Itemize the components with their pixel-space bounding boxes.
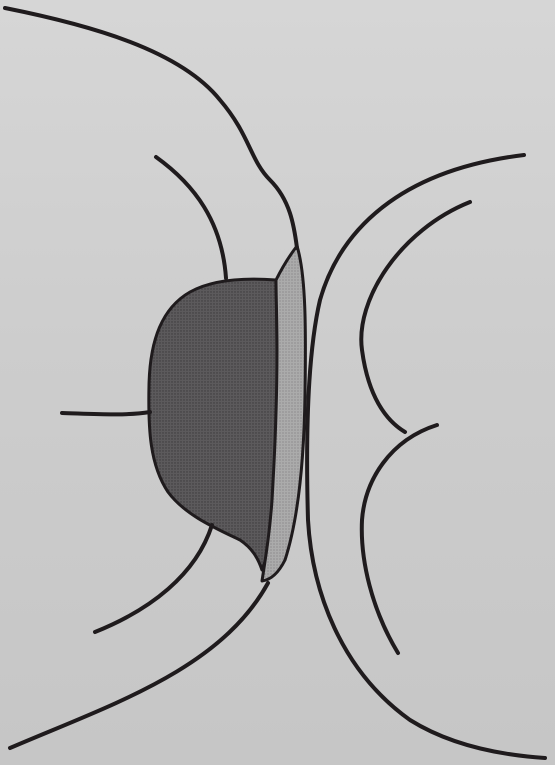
central-vertical-contour bbox=[307, 155, 545, 758]
bottom-left-contour bbox=[10, 583, 268, 748]
lower-left-curve bbox=[95, 525, 212, 632]
upper-left-curve bbox=[156, 157, 226, 278]
right-lower-arc bbox=[362, 425, 437, 653]
right-upper-arc bbox=[361, 202, 470, 432]
left-horizontal-line bbox=[62, 412, 150, 414]
outer-upper-contour bbox=[5, 8, 297, 248]
